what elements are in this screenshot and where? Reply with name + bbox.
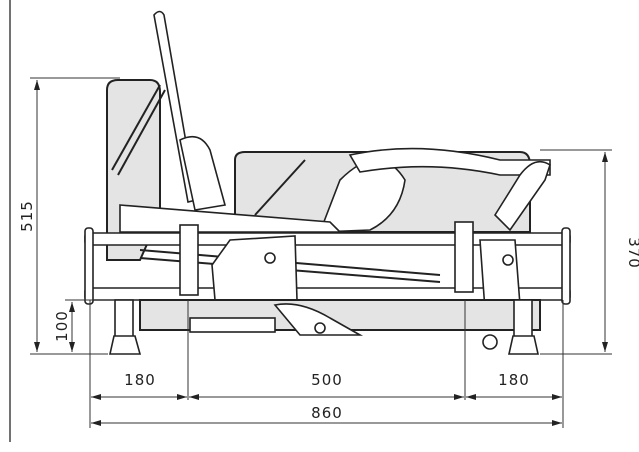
leg-spacing-label: 500 — [311, 371, 343, 389]
frame-height-label: 370 — [625, 237, 639, 269]
right-lever — [493, 160, 551, 232]
overall-height-label: 515 — [18, 200, 36, 232]
left-foot — [109, 335, 142, 355]
right-bracket — [454, 221, 474, 293]
leg-height-label: 100 — [53, 310, 71, 342]
dimension-lines: 515 100 370 180 500 180 860 — [18, 77, 639, 428]
knee-section — [179, 135, 227, 211]
middle-plate — [119, 204, 342, 233]
left-overhang-label: 180 — [124, 371, 156, 389]
right-overhang-label: 180 — [498, 371, 530, 389]
left-bracket — [179, 224, 199, 296]
right-foot — [508, 335, 539, 355]
right-leg — [513, 299, 533, 339]
bed-frame — [84, 10, 571, 355]
overall-length-label: 860 — [311, 404, 343, 422]
left-leg — [114, 299, 134, 339]
